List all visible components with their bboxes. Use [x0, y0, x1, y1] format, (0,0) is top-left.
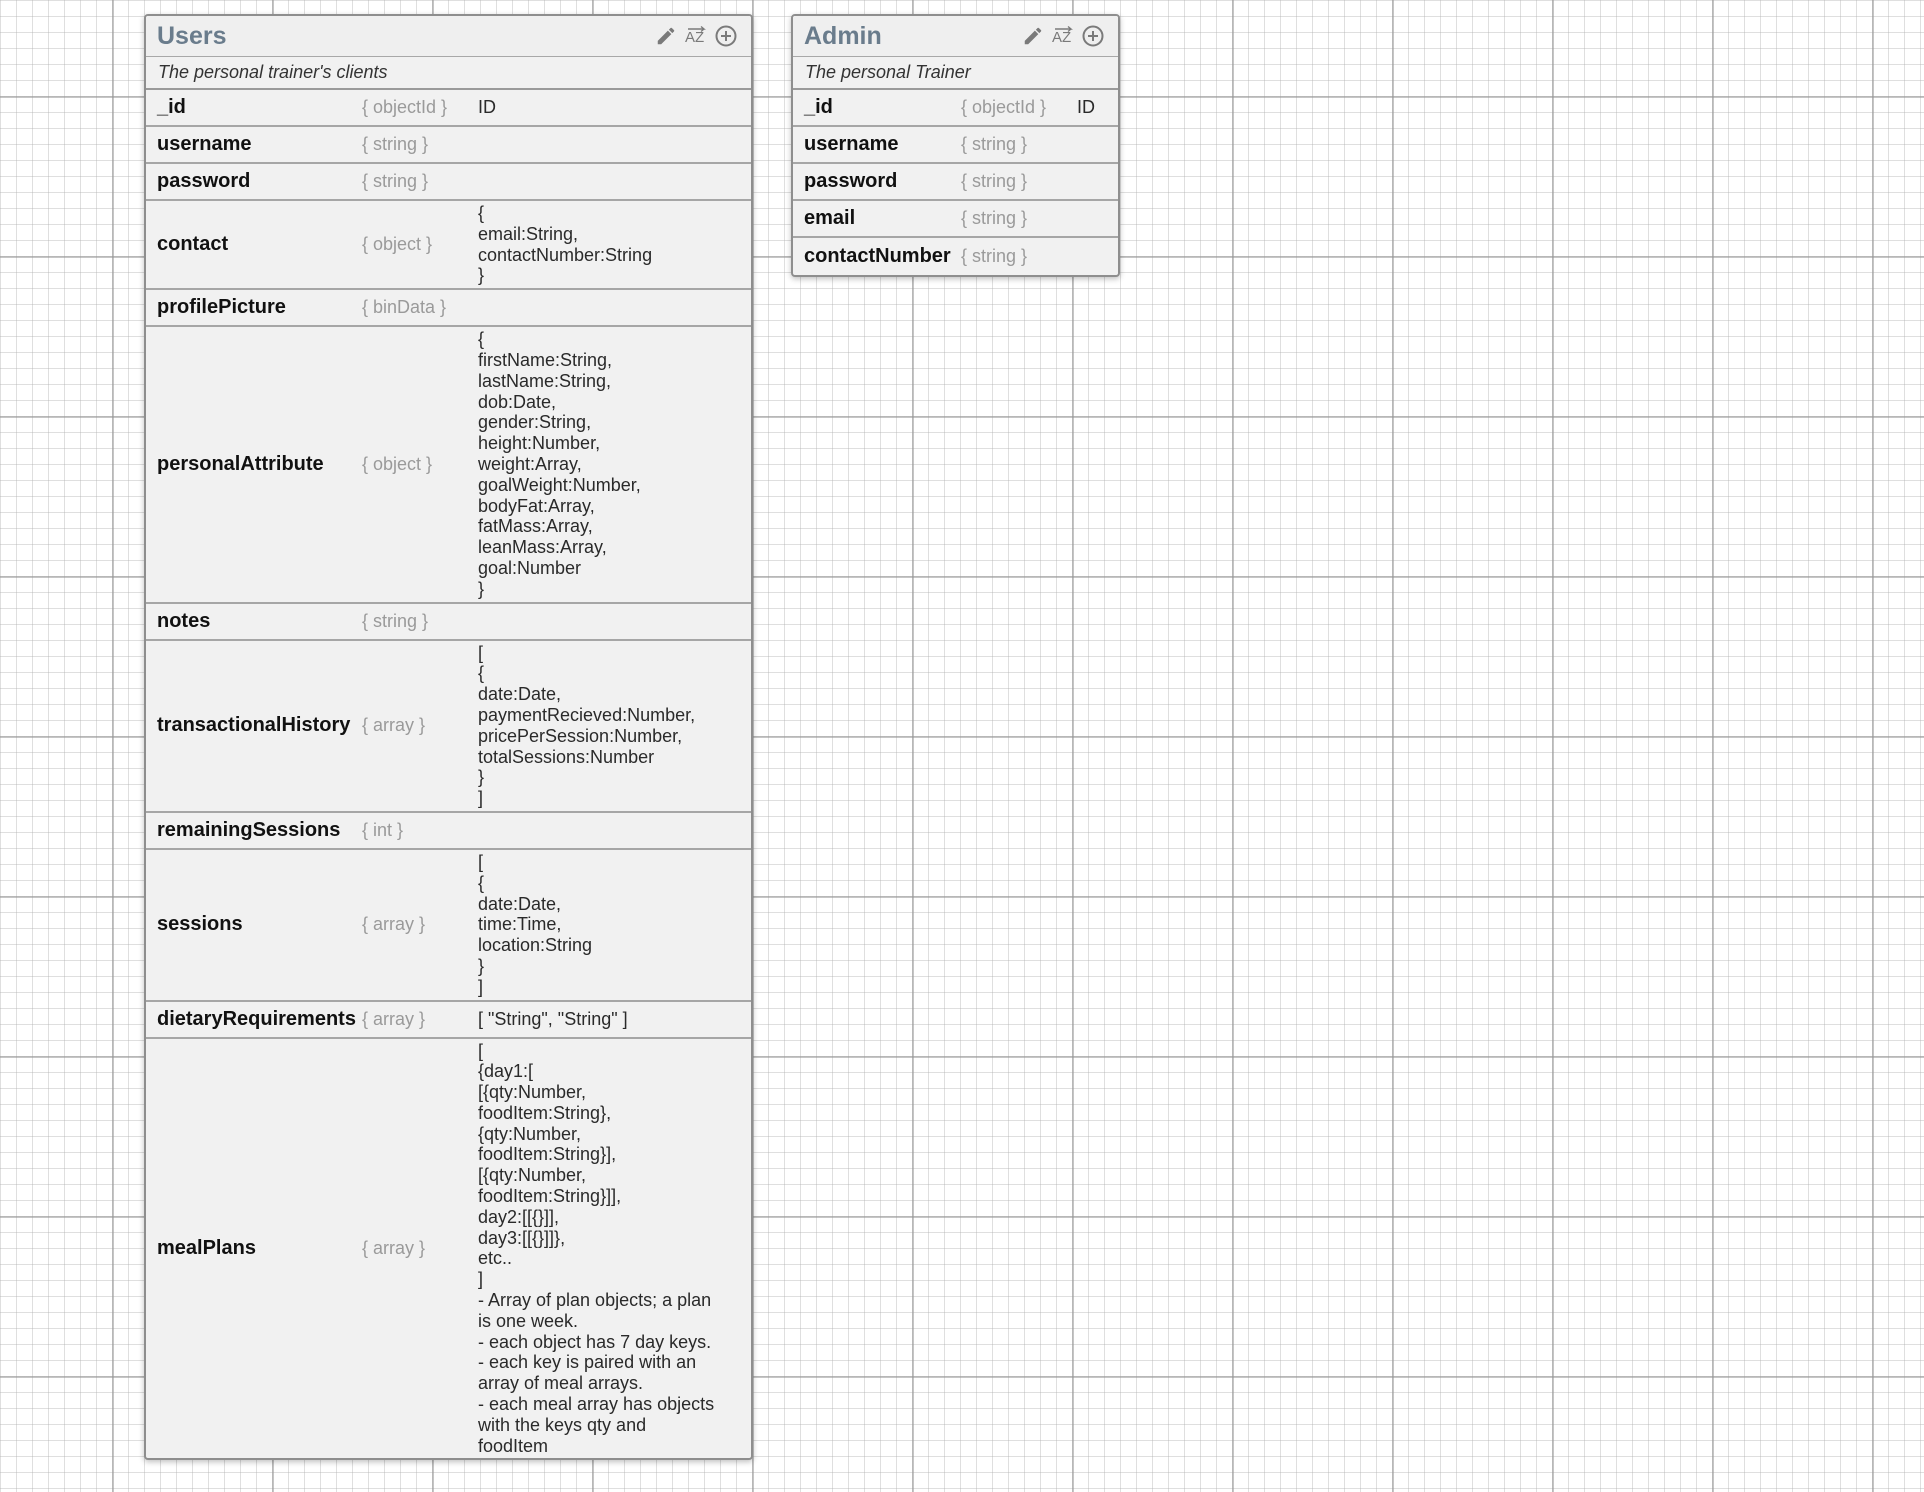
field-name[interactable]: email	[804, 207, 856, 229]
field-row[interactable]: notes { string }	[146, 604, 751, 641]
field-row[interactable]: personalAttribute { object } { firstName:S…	[146, 327, 751, 604]
field-row[interactable]: transactionalHistory { array } [ { date:Da…	[146, 641, 751, 813]
field-name[interactable]: mealPlans	[157, 1236, 256, 1259]
field-type: { objectId }	[362, 97, 448, 117]
field-note: [ { date:Date, paymentRecieved:Number, p…	[478, 642, 696, 809]
field-row[interactable]: profilePicture { binData }	[146, 290, 751, 328]
collection-actions: AZ	[1020, 23, 1106, 49]
field-row[interactable]: password { string }	[793, 164, 1118, 201]
field-row[interactable]: _id { objectId } ID	[146, 90, 751, 127]
sort-az-icon[interactable]: AZ	[683, 23, 709, 49]
field-type: { string }	[362, 134, 429, 154]
field-type: { object }	[362, 234, 433, 255]
add-circle-icon[interactable]	[713, 23, 739, 49]
field-type: { string }	[961, 171, 1028, 191]
field-name[interactable]: personalAttribute	[157, 452, 324, 475]
field-row[interactable]: username { string }	[146, 127, 751, 164]
field-row[interactable]: username { string }	[793, 127, 1118, 164]
field-name[interactable]: sessions	[157, 913, 243, 936]
field-name[interactable]: _id	[157, 96, 186, 118]
admin-collection[interactable]: Admin AZ The personal Trainer _id { objec…	[791, 14, 1120, 277]
field-note: { firstName:String, lastName:String, dob…	[478, 329, 641, 599]
field-type: { array }	[362, 914, 426, 935]
field-type: { array }	[362, 1008, 426, 1029]
field-type: { object }	[362, 453, 433, 474]
field-name[interactable]: transactionalHistory	[157, 714, 351, 737]
field-row[interactable]: contact { object } { email:String, contact…	[146, 201, 751, 291]
field-type: { binData }	[362, 297, 447, 318]
field-note: ID	[478, 97, 496, 118]
field-row[interactable]: dietaryRequirements { array } [ "String", …	[146, 1002, 751, 1039]
add-circle-icon[interactable]	[1080, 23, 1106, 49]
field-type: { string }	[362, 610, 429, 631]
field-type: { array }	[362, 1237, 426, 1258]
field-name[interactable]: contactNumber	[804, 245, 951, 267]
field-type: { string }	[961, 134, 1028, 154]
field-row[interactable]: sessions { array } [ { date:Date, time:Tim…	[146, 850, 751, 1002]
field-note: { email:String, contactNumber:String }	[478, 203, 653, 286]
sort-az-icon[interactable]: AZ	[1050, 23, 1076, 49]
field-name[interactable]: username	[157, 133, 252, 155]
field-note: [ {day1:[ [{qty:Number, foodItem:String}…	[478, 1040, 715, 1456]
field-type: { array }	[362, 715, 426, 736]
field-name[interactable]: password	[804, 170, 898, 192]
field-type: { int }	[362, 819, 404, 840]
field-row[interactable]: password { string }	[146, 164, 751, 201]
svg-text:AZ: AZ	[1052, 29, 1071, 46]
field-type: { string }	[362, 171, 429, 191]
field-name[interactable]: password	[157, 170, 251, 192]
field-type: { string }	[961, 208, 1028, 228]
field-type: { objectId }	[961, 97, 1047, 117]
field-type: { string }	[961, 246, 1028, 266]
field-name[interactable]: profilePicture	[157, 296, 286, 319]
collection-actions: AZ	[653, 23, 739, 49]
svg-text:AZ: AZ	[685, 29, 704, 46]
field-row[interactable]: remainingSessions { int }	[146, 813, 751, 850]
collection-header: Users AZ	[146, 16, 751, 57]
field-row[interactable]: email { string }	[793, 201, 1118, 238]
field-name[interactable]: remainingSessions	[157, 818, 341, 841]
field-name[interactable]: notes	[157, 609, 211, 632]
field-row[interactable]: mealPlans { array } [ {day1:[ [{qty:Number…	[146, 1039, 751, 1459]
pencil-icon[interactable]	[653, 23, 679, 49]
collection-description: The personal Trainer	[793, 57, 1118, 90]
collection-description: The personal trainer's clients	[146, 57, 751, 90]
field-name[interactable]: username	[804, 133, 899, 155]
collection-header: Admin AZ	[793, 16, 1118, 57]
collection-title[interactable]: Admin	[804, 21, 882, 50]
field-row[interactable]: contactNumber { string }	[793, 238, 1118, 275]
field-name[interactable]: contact	[157, 233, 229, 256]
field-note: [ "String", "String" ]	[478, 1008, 628, 1029]
field-note: [ { date:Date, time:Time, location:Strin…	[478, 851, 593, 997]
users-collection[interactable]: Users AZ The personal trainer's clients …	[144, 14, 753, 1461]
collection-title[interactable]: Users	[157, 21, 227, 50]
field-name[interactable]: _id	[804, 96, 833, 118]
pencil-icon[interactable]	[1020, 23, 1046, 49]
field-note: ID	[1077, 97, 1095, 118]
field-name[interactable]: dietaryRequirements	[157, 1007, 356, 1030]
field-row[interactable]: _id { objectId } ID	[793, 90, 1118, 127]
